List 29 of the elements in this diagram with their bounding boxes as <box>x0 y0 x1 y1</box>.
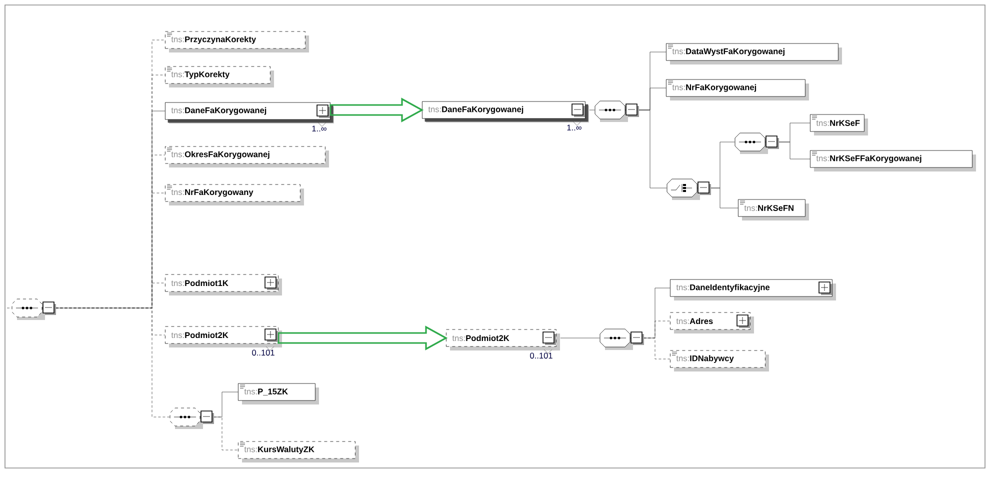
element-box: tns:PrzyczynaKorekty <box>165 31 309 52</box>
connector-line <box>200 416 238 450</box>
multiplicity-label: 1..∞ <box>567 124 582 130</box>
element-box: tns:DaneFaKorygowanej <box>165 102 334 124</box>
element-box: tns:DataWystFaKorygowanej <box>666 43 842 64</box>
element-box: tns:NrKSeFN <box>738 199 809 220</box>
connector-line <box>625 110 667 188</box>
multiplicity-label: 0..101 <box>530 352 552 359</box>
element-box: tns:IDNabywcy <box>670 350 769 372</box>
multiplicity-label: 0..101 <box>252 350 274 356</box>
element-box: tns:NrKSeFFaKorygowanej <box>810 150 976 172</box>
connector-line <box>697 188 738 208</box>
connector-line <box>630 338 670 360</box>
connector-line <box>765 142 810 160</box>
multiplicity-label: 1..∞ <box>312 126 326 132</box>
element-box: tns:Podmiot1K <box>165 274 282 296</box>
element-box: tns:NrFaKorygowanej <box>666 79 809 100</box>
element-box: tns:NrKSeF <box>810 114 868 136</box>
element-box: tns:NrFaKorygowany <box>165 184 304 206</box>
element-box: tns:Podmiot2K <box>165 326 282 348</box>
element-box: tns:DaneIdentyfikacyjne <box>670 279 836 300</box>
element-box: tns:P_15ZK <box>238 383 319 404</box>
block-arrow <box>330 98 424 122</box>
element-box: tns:DaneFaKorygowanej <box>422 101 589 122</box>
block-arrow <box>278 326 448 350</box>
element-box: tns:OkresFaKorygowanej <box>165 146 329 168</box>
element-box: tns:Podmiot2K <box>446 329 560 350</box>
element-box: tns:KursWalutyZK <box>238 441 359 462</box>
element-box: tns:TypKorekty <box>165 66 274 88</box>
